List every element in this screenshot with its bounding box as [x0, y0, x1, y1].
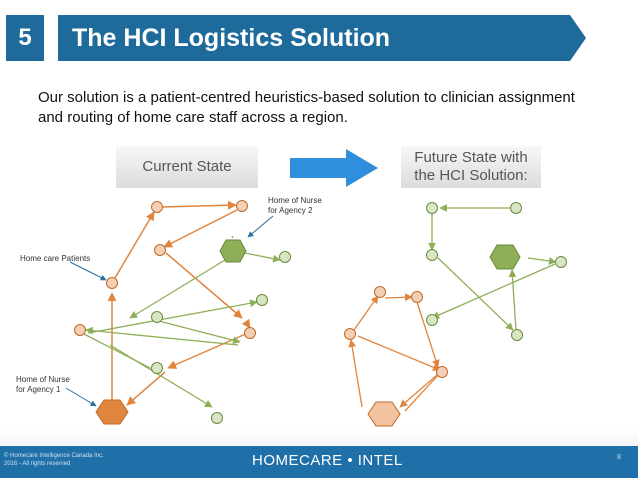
patient-node	[344, 328, 356, 340]
future-state-line1: Future State with	[414, 149, 528, 166]
patient-node	[436, 366, 448, 378]
future-agency2-routes	[428, 204, 557, 331]
patient-node	[511, 329, 523, 341]
patient-node	[256, 294, 268, 306]
current-agency1-routes	[107, 200, 251, 406]
section-number: 5	[18, 24, 32, 51]
callout-pointers	[65, 215, 274, 407]
current-agency2-routes	[81, 235, 281, 408]
intro-paragraph: Our solution is a patient-centred heuris…	[38, 89, 575, 126]
patient-node	[151, 311, 163, 323]
future-patient-nodes	[344, 202, 567, 378]
future-agency1-nurse-home-icon	[367, 401, 401, 427]
patient-node	[151, 362, 163, 374]
patient-node	[236, 200, 248, 212]
patient-node	[426, 202, 438, 214]
patient-node	[374, 286, 386, 298]
home-care-patients-annotation: Home care Patients	[20, 254, 91, 263]
current-agency2-nurse-home-icon	[219, 239, 247, 263]
patient-node	[154, 244, 166, 256]
section-number-badge: 5	[6, 15, 44, 61]
page-number: 8	[617, 454, 621, 461]
footer-bar	[0, 446, 638, 478]
patient-node	[555, 256, 567, 268]
title-banner	[58, 15, 586, 61]
patient-node	[74, 324, 86, 336]
transition-arrow-icon	[290, 149, 378, 187]
patient-node	[426, 314, 438, 326]
patient-node	[411, 291, 423, 303]
current-patient-nodes	[74, 200, 291, 424]
slide-title: The HCI Logistics Solution	[72, 24, 391, 52]
future-agency1-routes	[348, 293, 441, 412]
current-state-label: Current State	[116, 146, 258, 188]
patient-node	[279, 251, 291, 263]
patient-node	[510, 202, 522, 214]
brand-logo-text: HOMECARE • INTEL	[252, 452, 403, 469]
patient-node	[426, 249, 438, 261]
patient-node	[106, 277, 118, 289]
copyright-line1: © Homecare Intelligence Canada Inc.	[4, 453, 104, 459]
current-agency1-nurse-home-icon	[95, 399, 129, 425]
copyright-notice: © Homecare Intelligence Canada Inc. 2016…	[4, 452, 104, 468]
future-agency2-nurse-home-icon	[489, 244, 521, 270]
copyright-line2: 2016 - All rights reserved	[4, 461, 71, 467]
patient-node	[211, 412, 223, 424]
future-state-line2: the HCI Solution:	[414, 167, 528, 184]
patient-node	[244, 327, 256, 339]
patient-node	[151, 201, 163, 213]
